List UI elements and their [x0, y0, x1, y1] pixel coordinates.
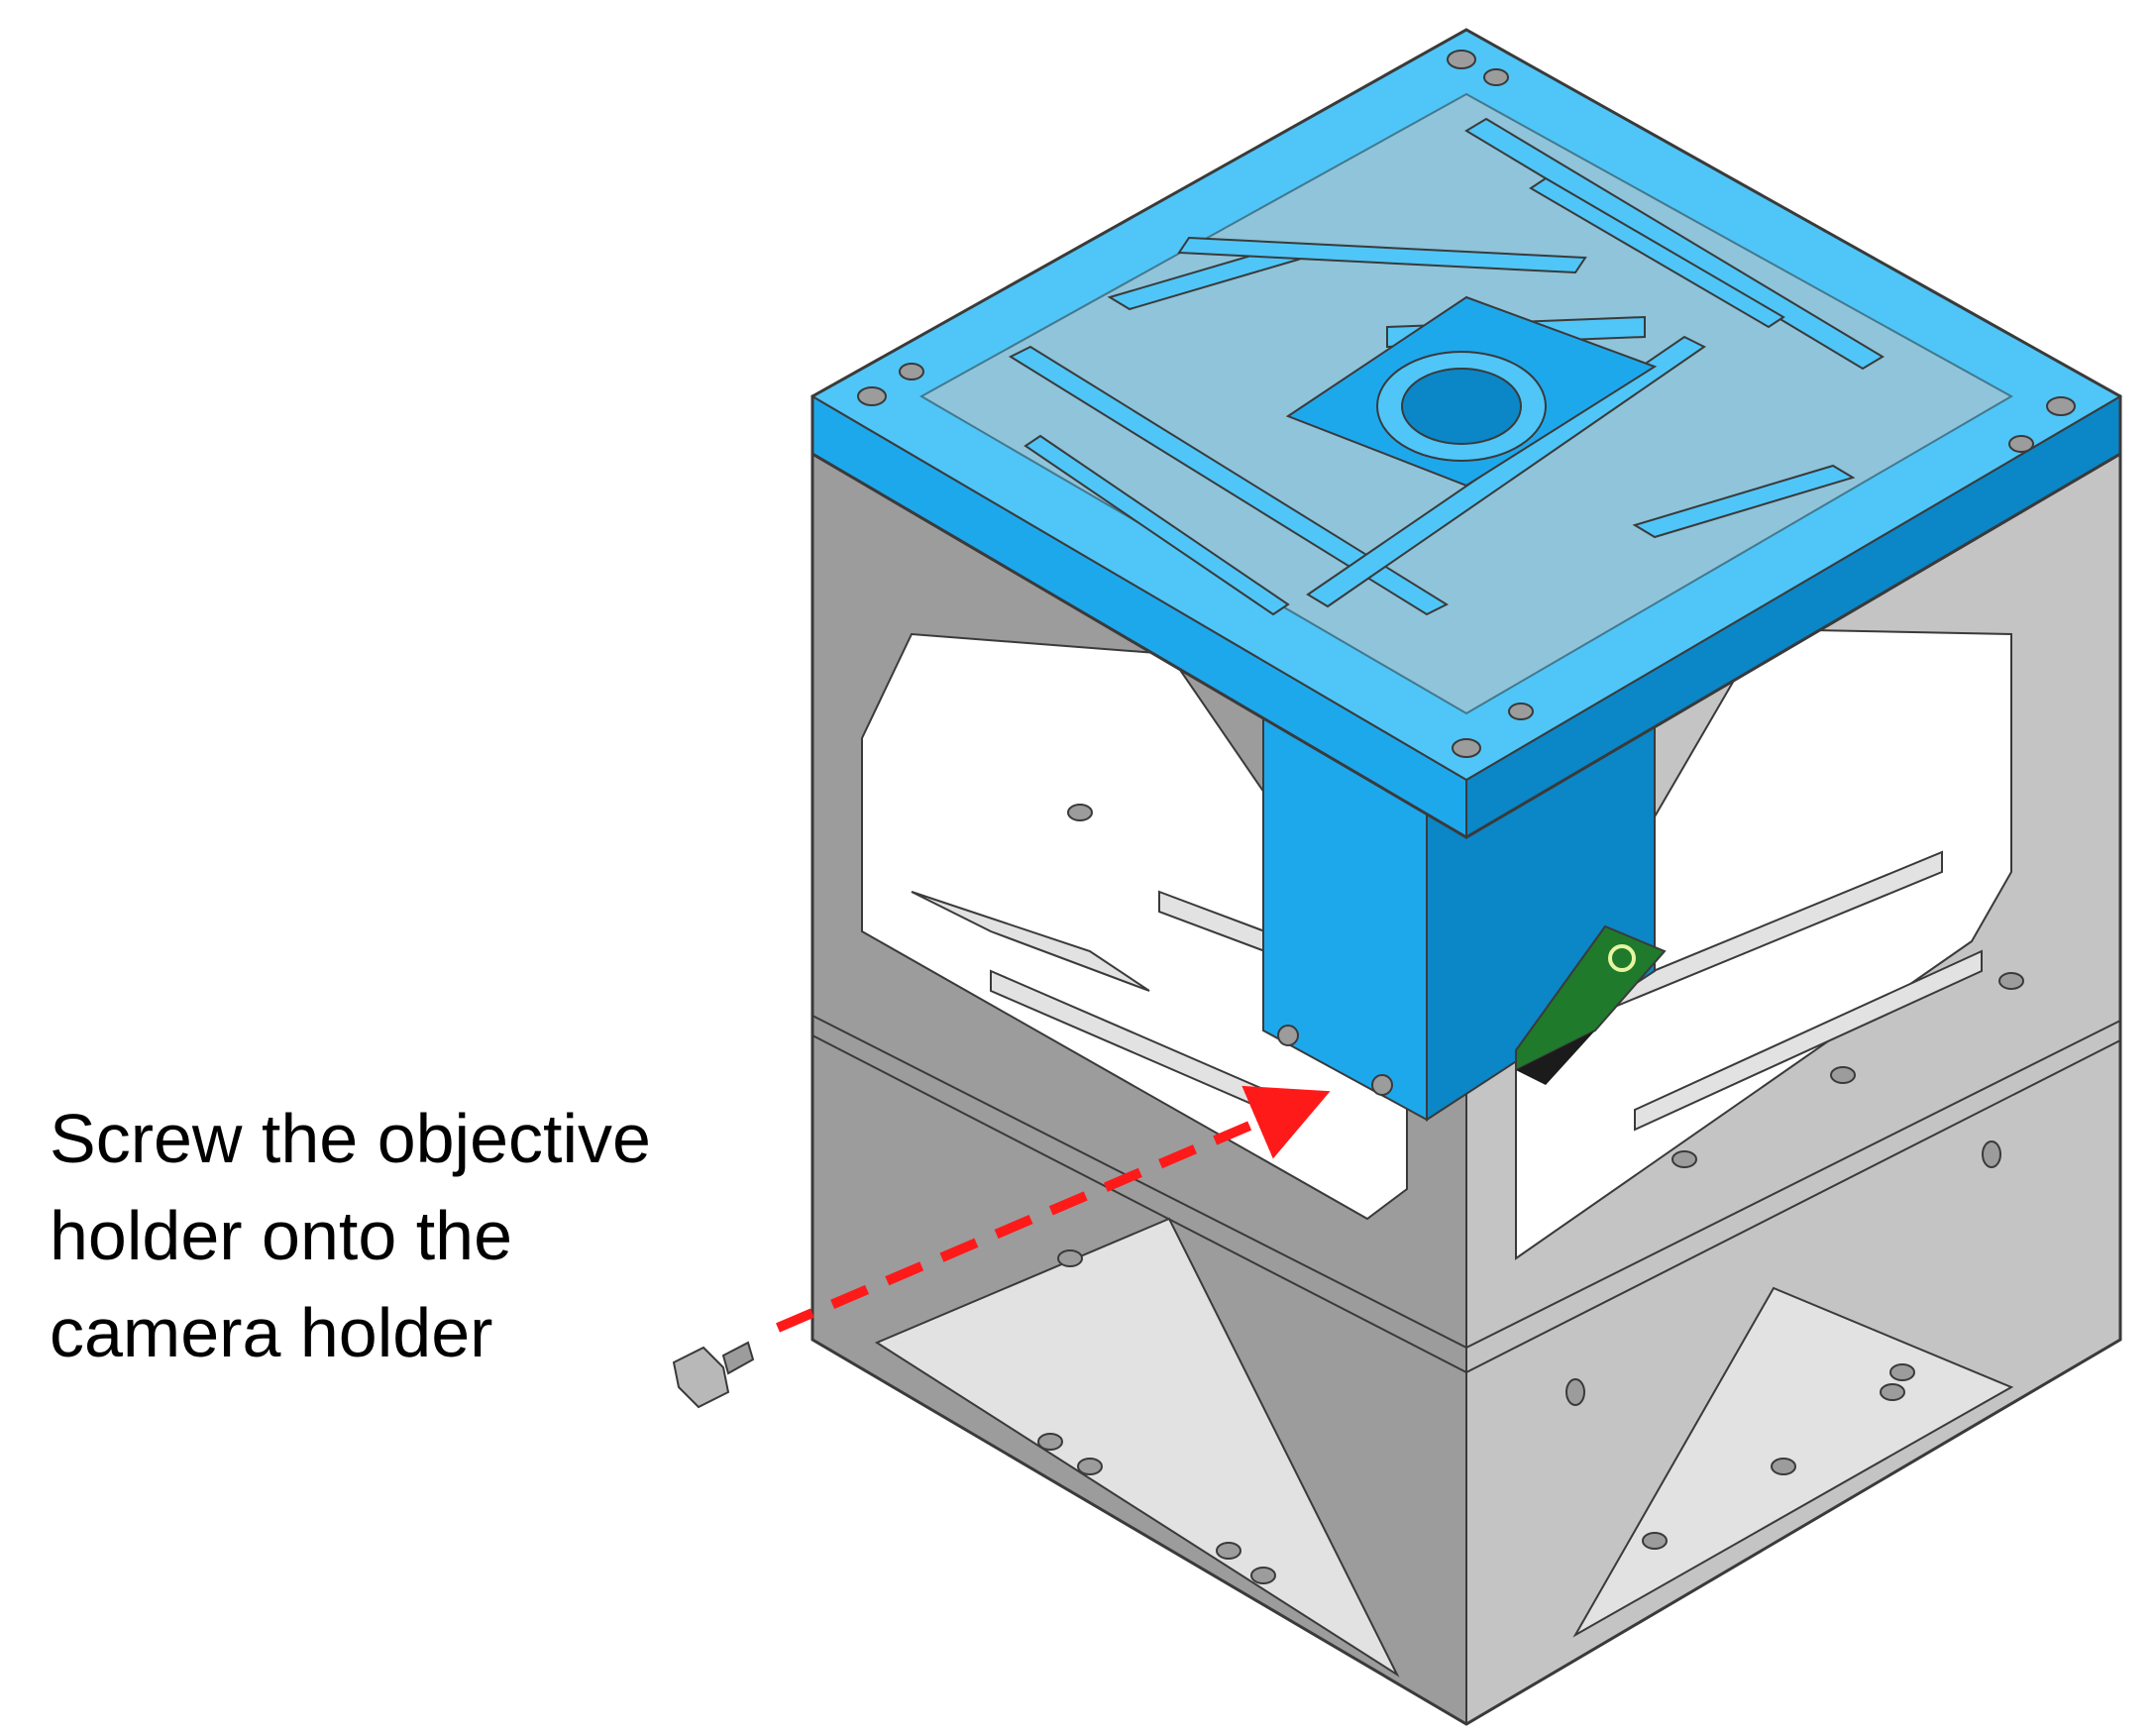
frame-holes	[1037, 804, 2024, 1584]
camera-pcb	[1515, 924, 1667, 1085]
inner-rails	[911, 850, 1983, 1132]
instruction-text: Screw the objective holder onto the came…	[50, 1100, 651, 1371]
plate-holes	[857, 50, 2076, 758]
top-plate	[809, 28, 2123, 839]
insertion-arrow	[776, 1085, 1331, 1333]
screw	[672, 1341, 755, 1409]
left-lower-cutout	[874, 1217, 1400, 1678]
